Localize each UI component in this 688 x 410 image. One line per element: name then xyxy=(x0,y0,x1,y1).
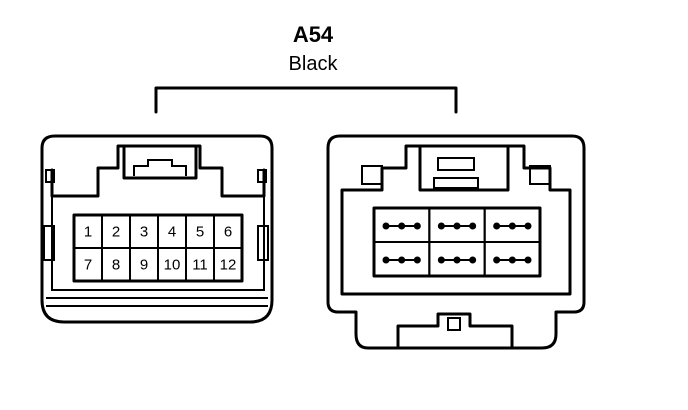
terminal-contact xyxy=(398,222,406,230)
terminal-contact xyxy=(382,256,390,264)
pin-label: 10 xyxy=(164,257,181,274)
right-corner-slot-right xyxy=(529,165,551,185)
pin-label: 2 xyxy=(112,224,120,241)
view-bracket xyxy=(154,86,458,114)
pin-label: 8 xyxy=(112,257,120,274)
right-latch-window xyxy=(437,157,475,171)
connector-id: A54 xyxy=(293,22,334,47)
left-latch-tab xyxy=(133,159,187,176)
terminal-contact xyxy=(524,222,532,230)
left-side-slot xyxy=(43,225,55,261)
terminal-contact xyxy=(453,256,461,264)
terminal-cell xyxy=(483,241,541,277)
terminal-contact xyxy=(493,256,501,264)
left-inner-outline xyxy=(50,144,266,198)
terminal-grid xyxy=(373,207,541,277)
right-bottom-key-slot xyxy=(447,317,461,331)
pin-label: 6 xyxy=(224,224,232,241)
pin-label: 4 xyxy=(168,224,176,241)
left-side-slot-top xyxy=(45,169,55,183)
right-connector-body xyxy=(326,134,586,350)
left-connector-body xyxy=(40,134,274,324)
terminal-contact xyxy=(437,256,445,264)
pin-label: 1 xyxy=(84,224,92,241)
left-lower-frame xyxy=(51,196,265,291)
terminal-contact xyxy=(493,222,501,230)
terminal-contact xyxy=(382,222,390,230)
left-latch xyxy=(122,144,198,180)
connector-color: Black xyxy=(289,53,339,75)
terminal-contact xyxy=(469,256,477,264)
right-latch-window-lower xyxy=(433,177,479,189)
left-side-slot-top-right xyxy=(257,169,267,183)
terminal-contact xyxy=(508,256,516,264)
terminal-contact xyxy=(413,256,421,264)
terminal-contact xyxy=(398,256,406,264)
terminal-contact xyxy=(413,222,421,230)
right-corner-slot-left xyxy=(361,165,383,185)
pin-label: 5 xyxy=(196,224,204,241)
pin-label: 3 xyxy=(140,224,148,241)
right-bottom-key xyxy=(396,312,514,350)
terminal-contact xyxy=(453,222,461,230)
terminal-contact xyxy=(469,222,477,230)
pin-label: 9 xyxy=(140,257,148,274)
pin-label: 12 xyxy=(220,257,237,274)
terminal-contact xyxy=(508,222,516,230)
right-inner-outline xyxy=(340,144,572,296)
pin-label: 11 xyxy=(192,257,208,274)
right-connector xyxy=(326,134,586,350)
terminal-contact xyxy=(524,256,532,264)
terminal-contact xyxy=(437,222,445,230)
pin-cell xyxy=(213,247,243,282)
pin-label: 7 xyxy=(84,257,92,274)
right-latch xyxy=(418,144,510,192)
